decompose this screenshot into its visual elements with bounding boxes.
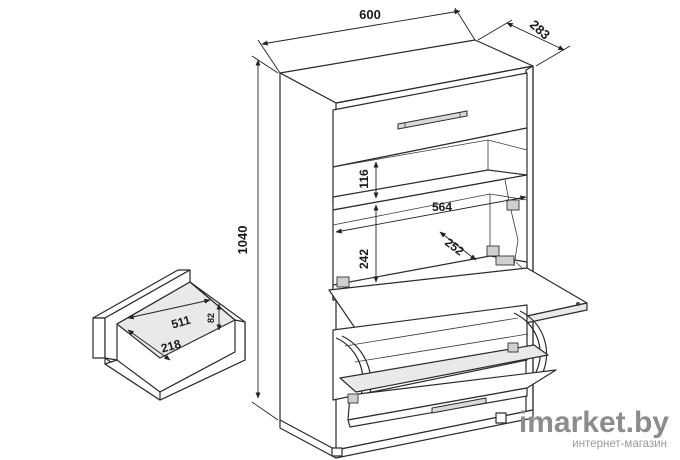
hinge-right-plate (495, 255, 515, 266)
lower-door-handle (431, 397, 487, 414)
dim-width-label: 600 (359, 7, 381, 22)
top-drawer-handle (397, 110, 468, 130)
foot-front-right (495, 412, 507, 424)
lower-hinge (347, 393, 359, 404)
dim-shelf-gap-label: 116 (357, 169, 371, 189)
lower-shoe-compartment (332, 304, 557, 428)
foot-front-left-body (331, 447, 343, 457)
drawer-detail (92, 269, 246, 401)
dim-drawer-depth (127, 329, 171, 361)
dim-section-depth (439, 231, 477, 261)
dim-drawer-depth-label: 218 (159, 337, 182, 356)
dim-height-label: 1040 (235, 226, 250, 255)
dim-depth (477, 19, 571, 67)
hinge-left (336, 276, 350, 288)
dim-height (251, 55, 279, 421)
dim-drawer-width (127, 298, 211, 320)
cabinet-body (279, 39, 534, 459)
dim-drawer-width-label: 511 (170, 313, 193, 332)
stay-bracket (506, 199, 520, 211)
dim-width (257, 7, 476, 74)
cabinet-left-side (279, 72, 337, 459)
hinge-right (486, 245, 500, 257)
lower-curve-right (513, 312, 541, 373)
lower-tilt-shelf (339, 344, 549, 393)
dim-inner-width (335, 195, 527, 234)
dim-drawer-height-label: 82 (206, 313, 216, 323)
watermark-tagline: интернет-магазин (572, 438, 667, 450)
top-drawer (332, 72, 528, 168)
drawer-left-front (92, 317, 106, 359)
dim-section-height-label: 242 (357, 249, 371, 269)
dim-depth-label: 283 (527, 17, 553, 43)
dim-inner-width-label: 564 (432, 200, 452, 214)
watermark-brand: imarket.by (519, 406, 669, 439)
